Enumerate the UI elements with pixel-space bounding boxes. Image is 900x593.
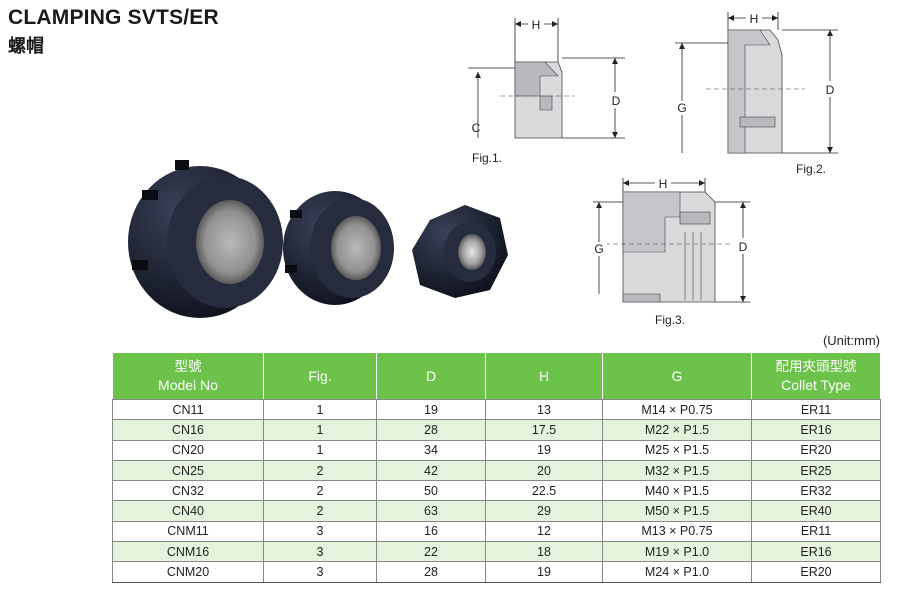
- table-row: CNM16 3 22 18 M19 × P1.0 ER16: [112, 541, 881, 563]
- table-row: CN32 2 50 22.5 M40 × P1.5 ER32: [112, 480, 881, 502]
- cell-fig: 3: [263, 541, 377, 563]
- table-row: CNM11 3 16 12 M13 × P0.75 ER11: [112, 521, 881, 543]
- column-header-g: G: [602, 352, 752, 400]
- cell-d: 34: [376, 440, 486, 461]
- cell-h: 12: [485, 521, 603, 543]
- cell-g: M50 × P1.5: [602, 500, 752, 522]
- cell-collet: ER20: [751, 440, 881, 461]
- fig1-h-label: H: [532, 18, 541, 32]
- model-header-en: Model No: [158, 377, 218, 393]
- cell-d: 19: [376, 399, 486, 421]
- cell-d: 16: [376, 521, 486, 543]
- cell-collet: ER32: [751, 480, 881, 502]
- cell-h: 20: [485, 460, 603, 482]
- collet-header-cn: 配用夾頭型號: [775, 359, 857, 375]
- cell-model: CN32: [112, 480, 264, 502]
- fig1-d-label: D: [612, 94, 621, 108]
- cell-h: 13: [485, 399, 603, 421]
- column-header-h: H: [485, 352, 603, 400]
- cell-collet: ER40: [751, 500, 881, 522]
- cell-h: 19: [485, 440, 603, 461]
- cell-fig: 1: [263, 419, 377, 441]
- table-header-row: 型號 Model No Fig. D H G 配用夾頭型號 Collet Typ…: [112, 352, 881, 400]
- cell-fig: 2: [263, 460, 377, 482]
- cell-model: CN16: [112, 419, 264, 441]
- cell-g: M13 × P0.75: [602, 521, 752, 543]
- column-header-model: 型號 Model No: [112, 352, 264, 400]
- cell-model: CNM16: [112, 541, 264, 563]
- table-row: CN40 2 63 29 M50 × P1.5 ER40: [112, 500, 881, 522]
- column-header-fig: Fig.: [263, 352, 377, 400]
- cell-g: M40 × P1.5: [602, 480, 752, 502]
- specification-table: 型號 Model No Fig. D H G 配用夾頭型號 Collet Typ…: [112, 352, 881, 583]
- cell-d: 42: [376, 460, 486, 482]
- cell-d: 22: [376, 541, 486, 563]
- fig2-h-label: H: [750, 12, 759, 26]
- cell-g: M19 × P1.0: [602, 541, 752, 563]
- cell-model: CN20: [112, 440, 264, 461]
- fig3-h-label: H: [659, 177, 668, 191]
- cell-fig: 3: [263, 561, 377, 583]
- cell-fig: 2: [263, 480, 377, 502]
- page-title: CLAMPING SVTS/ER: [8, 6, 219, 29]
- table-row: CNM20 3 28 19 M24 × P1.0 ER20: [112, 561, 881, 583]
- column-header-d: D: [376, 352, 486, 400]
- unit-label: (Unit:mm): [822, 333, 880, 348]
- cell-g: M22 × P1.5: [602, 419, 752, 441]
- fig2-g-label: G: [677, 101, 686, 115]
- table-row: CN11 1 19 13 M14 × P0.75 ER11: [112, 399, 881, 421]
- cell-h: 29: [485, 500, 603, 522]
- fig3-d-label: D: [739, 240, 748, 254]
- cell-model: CNM11: [112, 521, 264, 543]
- cell-d: 28: [376, 419, 486, 441]
- cell-h: 22.5: [485, 480, 603, 502]
- column-header-collet: 配用夾頭型號 Collet Type: [751, 352, 881, 400]
- figure-3-diagram: H G D Fig.3.: [591, 176, 750, 327]
- model-header-cn: 型號: [174, 359, 202, 375]
- table-row: CN25 2 42 20 M32 × P1.5 ER25: [112, 460, 881, 482]
- fig1-caption: Fig.1.: [472, 151, 502, 165]
- clamping-nuts-photo: [128, 160, 508, 318]
- cell-fig: 2: [263, 500, 377, 522]
- cell-h: 18: [485, 541, 603, 563]
- cell-collet: ER25: [751, 460, 881, 482]
- fig3-caption: Fig.3.: [655, 313, 685, 327]
- cell-d: 63: [376, 500, 486, 522]
- cell-fig: 3: [263, 521, 377, 543]
- cell-h: 17.5: [485, 419, 603, 441]
- figure-1-diagram: H C D Fig.1.: [468, 17, 625, 165]
- cell-h: 19: [485, 561, 603, 583]
- cell-g: M32 × P1.5: [602, 460, 752, 482]
- cell-d: 28: [376, 561, 486, 583]
- cell-model: CN25: [112, 460, 264, 482]
- cell-model: CN11: [112, 399, 264, 421]
- cell-collet: ER11: [751, 399, 881, 421]
- cell-d: 50: [376, 480, 486, 502]
- fig1-c-label: C: [472, 121, 481, 135]
- cell-g: M25 × P1.5: [602, 440, 752, 461]
- cell-fig: 1: [263, 399, 377, 421]
- table-row: CN20 1 34 19 M25 × P1.5 ER20: [112, 440, 881, 461]
- cell-fig: 1: [263, 440, 377, 461]
- table-row: CN16 1 28 17.5 M22 × P1.5 ER16: [112, 419, 881, 441]
- cell-collet: ER16: [751, 419, 881, 441]
- cell-g: M14 × P0.75: [602, 399, 752, 421]
- cell-collet: ER11: [751, 521, 881, 543]
- cell-model: CN40: [112, 500, 264, 522]
- figure-2-diagram: H G D Fig.2.: [674, 11, 838, 176]
- cell-collet: ER16: [751, 541, 881, 563]
- medium-nut: [283, 191, 394, 305]
- cell-g: M24 × P1.0: [602, 561, 752, 583]
- fig3-g-label: G: [594, 242, 603, 256]
- cell-model: CNM20: [112, 561, 264, 583]
- large-nut: [128, 160, 283, 318]
- small-nut: [412, 205, 508, 298]
- fig2-d-label: D: [826, 83, 835, 97]
- cell-collet: ER20: [751, 561, 881, 583]
- page-subtitle: 螺帽: [8, 36, 44, 57]
- collet-header-en: Collet Type: [781, 377, 851, 393]
- fig2-caption: Fig.2.: [796, 162, 826, 176]
